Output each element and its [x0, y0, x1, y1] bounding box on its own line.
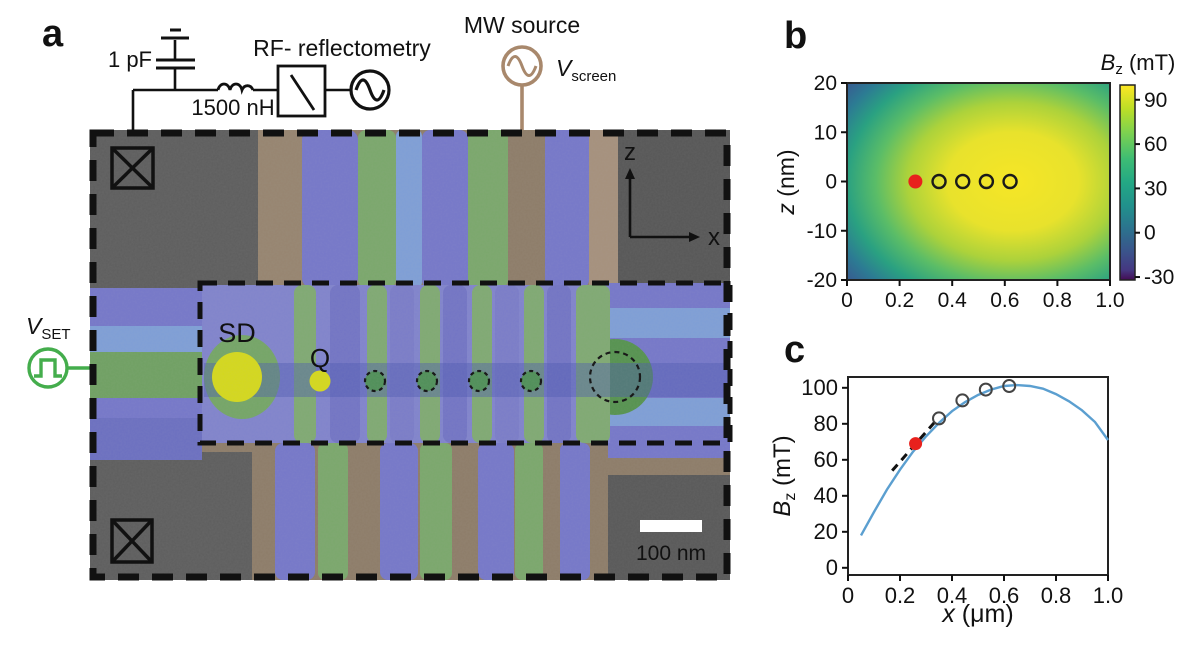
x-tick-label: 0.6 [990, 289, 1019, 312]
sem-texture [90, 130, 730, 580]
line-plot-frame [847, 376, 1109, 576]
y-tick-label: 100 [801, 375, 838, 400]
x-tick-label: 0.8 [1041, 583, 1072, 608]
colorbar-tick-label: -30 [1144, 266, 1174, 289]
x-tick-label: 0 [842, 583, 854, 608]
x-tick-label: 0.8 [1043, 289, 1072, 312]
axis-z-label: z [624, 139, 636, 166]
q-label: Q [310, 343, 330, 373]
x-tick-label: 1.0 [1095, 289, 1124, 312]
outer-dashed-box [89, 129, 731, 581]
colorbar-title: Bz (mT) [1101, 50, 1176, 78]
mw-source-label: MW source [464, 12, 580, 38]
x-tick-label: 0.2 [885, 289, 914, 312]
open-circle-marker [978, 173, 995, 190]
ground-icon [161, 28, 189, 40]
colorbar-tick-label: 60 [1144, 133, 1167, 156]
rf-circuit [131, 28, 391, 150]
line-plot-ticks: 0 0.2 0.4 0.6 0.8 1.0 0 20 40 60 80 100 [801, 375, 1123, 608]
y-tick-label: 0 [825, 171, 837, 194]
sem-image: z x 100 nm SD Q [89, 129, 733, 581]
ohmic-contact-icon [110, 518, 154, 564]
rf-source-icon [349, 69, 391, 111]
axes-arrows [625, 168, 700, 242]
v-screen-label: Vscreen [556, 55, 616, 85]
vset-source [27, 347, 93, 389]
heatmap-markers [908, 173, 1018, 190]
open-circle-marker [1002, 379, 1017, 393]
open-circle-marker [1002, 173, 1018, 190]
x-tick-label: 0.2 [885, 583, 916, 608]
v-set-label: VSET [26, 313, 71, 343]
y-tick-label: 60 [814, 447, 838, 472]
b-ylabel: z (nm) [773, 149, 799, 215]
ohmic-contact-icon [110, 146, 155, 190]
capacitor-icon [156, 58, 195, 70]
panel-a: a 1 [26, 12, 733, 581]
y-tick-label: -10 [807, 220, 837, 243]
y-tick-label: 40 [814, 483, 838, 508]
y-tick-label: 80 [814, 411, 838, 436]
y-tick-label: 10 [814, 121, 837, 144]
colorbar-tick-label: 0 [1144, 222, 1156, 245]
open-circle-marker [955, 393, 970, 408]
y-tick-label: 20 [814, 519, 838, 544]
open-circle-marker [931, 173, 947, 190]
inner-dashed-box [197, 280, 733, 446]
open-circle-marker [978, 382, 993, 397]
inductor-label: 1500 nH [191, 95, 274, 120]
bz-curve-path [859, 383, 1109, 536]
red-dot-marker [909, 437, 923, 451]
x-tick-label: 0.4 [938, 289, 968, 312]
capacitor-label: 1 pF [108, 47, 152, 72]
axis-x-label: x [708, 224, 720, 251]
panel-c-label: c [784, 329, 805, 371]
vset-source-icon [27, 347, 69, 389]
y-tick-label: 20 [814, 72, 837, 95]
heatmap [846, 82, 1111, 281]
reflectometry-label: RF- reflectometry [253, 35, 431, 61]
open-circle-marker [932, 411, 946, 426]
heatmap-ticks: 0 0.2 0.4 0.6 0.8 1.0 20 10 0 -10 -20 [807, 72, 1125, 312]
line-plot-markers [909, 379, 1017, 451]
x-tick-label: 0.6 [989, 583, 1020, 608]
colorbar-tick-label: 90 [1144, 89, 1167, 112]
panel-c: c 0 0.2 0.4 0.6 0.8 1.0 0 20 40 60 80 100 Bz (mT) x… [769, 329, 1123, 628]
c-ylabel: Bz (mT) [769, 435, 799, 516]
pulse-icon [34, 358, 62, 378]
c-xlabel: x (μm) [941, 600, 1013, 628]
open-circle-marker [955, 173, 971, 190]
y-tick-label: -20 [807, 269, 837, 292]
scalebar-label: 100 nm [636, 542, 706, 565]
inductor-icon [216, 82, 255, 95]
colorbar-ticks: 90 60 30 0 -30 [1135, 89, 1174, 289]
coupler-icon [276, 64, 327, 118]
colorbar [1119, 84, 1136, 281]
x-tick-label: 1.0 [1093, 583, 1124, 608]
panel-b: b 0 0.2 0.4 0.6 0.8 1.0 20 10 0 -10 -20 z (nm) 90 6… [773, 15, 1176, 312]
red-dot-marker [908, 174, 923, 189]
mw-source [501, 45, 543, 133]
colorbar-tick-label: 30 [1144, 177, 1167, 200]
x-tick-label: 0.4 [937, 583, 968, 608]
panel-a-label: a [42, 13, 64, 55]
scalebar [640, 520, 702, 532]
y-tick-label: 0 [826, 555, 838, 580]
x-tick-label: 0 [841, 289, 853, 312]
panel-b-label: b [784, 15, 807, 57]
sd-label: SD [218, 318, 256, 348]
